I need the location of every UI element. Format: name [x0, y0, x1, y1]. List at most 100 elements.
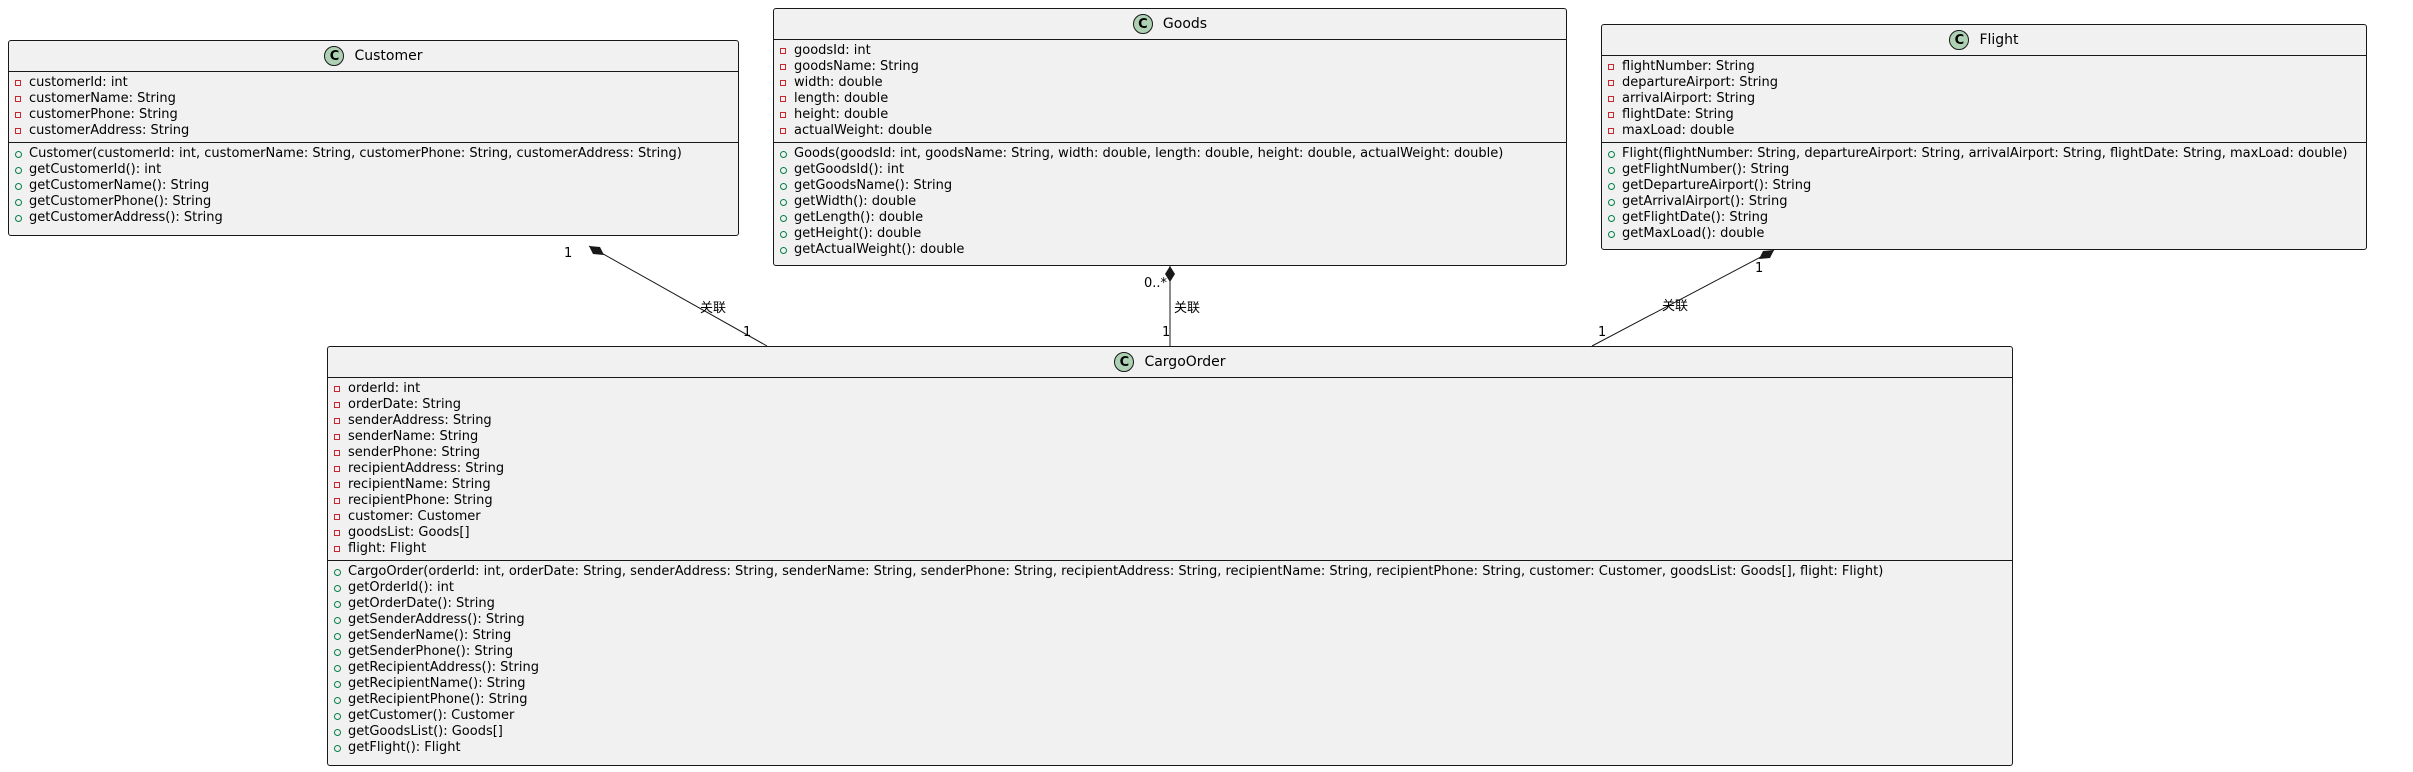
public-visibility-icon	[15, 214, 22, 222]
method-text: getCustomerPhone(): String	[29, 194, 212, 209]
method-row: getActualWeight(): double	[780, 242, 1566, 258]
public-visibility-icon	[780, 198, 787, 206]
attribute-row: customerPhone: String	[15, 107, 738, 123]
method-row: getCustomerId(): int	[15, 162, 738, 178]
attribute-text: recipientName: String	[348, 477, 491, 492]
method-row: getWidth(): double	[780, 194, 1566, 210]
method-text: getMaxLoad(): double	[1622, 226, 1765, 241]
method-text: getWidth(): double	[794, 194, 917, 209]
method-row: getArrivalAirport(): String	[1608, 194, 2366, 210]
private-visibility-icon	[334, 418, 340, 424]
attribute-text: orderId: int	[348, 381, 421, 396]
private-visibility-icon	[780, 112, 786, 118]
public-visibility-icon	[334, 728, 341, 736]
attribute-row: length: double	[780, 91, 1566, 107]
method-row: getRecipientName(): String	[334, 676, 2012, 692]
attribute-row: senderAddress: String	[334, 413, 2012, 429]
private-visibility-icon	[334, 482, 340, 488]
attribute-text: customerPhone: String	[29, 107, 178, 122]
public-visibility-icon	[780, 166, 787, 174]
public-visibility-icon	[334, 584, 341, 592]
method-row: getGoodsId(): int	[780, 162, 1566, 178]
attribute-text: arrivalAirport: String	[1622, 91, 1756, 106]
method-text: Flight(flightNumber: String, departureAi…	[1622, 146, 2348, 161]
method-row: Customer(customerId: int, customerName: …	[15, 146, 738, 162]
attribute-text: maxLoad: double	[1622, 123, 1735, 138]
private-visibility-icon	[334, 546, 340, 552]
method-row: getFlightNumber(): String	[1608, 162, 2366, 178]
public-visibility-icon	[334, 712, 341, 720]
attribute-row: recipientPhone: String	[334, 493, 2012, 509]
method-text: CargoOrder(orderId: int, orderDate: Stri…	[348, 564, 1884, 579]
cargoorder-flight-multiplicity: 1	[1598, 325, 1606, 340]
method-text: getGoodsName(): String	[794, 178, 953, 193]
attribute-row: goodsName: String	[780, 59, 1566, 75]
private-visibility-icon	[334, 434, 340, 440]
private-visibility-icon	[780, 48, 786, 54]
attribute-row: orderId: int	[334, 381, 2012, 397]
class-name: CargoOrder	[1144, 354, 1226, 370]
private-visibility-icon	[334, 386, 340, 392]
method-text: getGoodsList(): Goods[]	[348, 724, 503, 739]
private-visibility-icon	[1608, 112, 1614, 118]
method-row: getRecipientAddress(): String	[334, 660, 2012, 676]
attribute-row: customerAddress: String	[15, 123, 738, 139]
private-visibility-icon	[780, 128, 786, 134]
private-visibility-icon	[334, 498, 340, 504]
method-text: getHeight(): double	[794, 226, 922, 241]
method-text: getArrivalAirport(): String	[1622, 194, 1788, 209]
method-row: getCustomer(): Customer	[334, 708, 2012, 724]
method-row: CargoOrder(orderId: int, orderDate: Stri…	[334, 564, 2012, 580]
methods-section: Flight(flightNumber: String, departureAi…	[1602, 143, 2366, 245]
methods-section: CargoOrder(orderId: int, orderDate: Stri…	[328, 561, 2012, 759]
method-text: getFlight(): Flight	[348, 740, 461, 755]
customer-composition-diamond	[589, 246, 604, 255]
public-visibility-icon	[1608, 150, 1615, 158]
attribute-row: recipientName: String	[334, 477, 2012, 493]
method-text: Customer(customerId: int, customerName: …	[29, 146, 682, 161]
attribute-row: customer: Customer	[334, 509, 2012, 525]
private-visibility-icon	[780, 64, 786, 70]
attribute-row: maxLoad: double	[1608, 123, 2366, 139]
class-icon: C	[1132, 14, 1153, 34]
public-visibility-icon	[15, 166, 22, 174]
attribute-row: arrivalAirport: String	[1608, 91, 2366, 107]
attribute-text: flightDate: String	[1622, 107, 1734, 122]
method-text: getOrderDate(): String	[348, 596, 495, 611]
method-text: getFlightDate(): String	[1622, 210, 1769, 225]
attribute-text: recipientAddress: String	[348, 461, 505, 476]
private-visibility-icon	[334, 466, 340, 472]
public-visibility-icon	[334, 696, 341, 704]
private-visibility-icon	[334, 530, 340, 536]
method-text: getActualWeight(): double	[794, 242, 965, 257]
method-text: getRecipientAddress(): String	[348, 660, 539, 675]
attribute-text: senderAddress: String	[348, 413, 492, 428]
public-visibility-icon	[780, 230, 787, 238]
public-visibility-icon	[780, 182, 787, 190]
method-text: getCustomerId(): int	[29, 162, 162, 177]
public-visibility-icon	[1608, 214, 1615, 222]
public-visibility-icon	[334, 680, 341, 688]
private-visibility-icon	[1608, 80, 1614, 86]
private-visibility-icon	[334, 450, 340, 456]
method-text: getSenderName(): String	[348, 628, 512, 643]
method-row: getSenderName(): String	[334, 628, 2012, 644]
public-visibility-icon	[1608, 182, 1615, 190]
goods-composition-diamond	[1165, 266, 1175, 282]
methods-section: Customer(customerId: int, customerName: …	[9, 143, 738, 229]
attribute-text: height: double	[794, 107, 889, 122]
method-row: getSenderAddress(): String	[334, 612, 2012, 628]
method-text: getFlightNumber(): String	[1622, 162, 1790, 177]
private-visibility-icon	[15, 80, 21, 86]
goods-multiplicity: 0..*	[1144, 276, 1168, 291]
method-row: getMaxLoad(): double	[1608, 226, 2366, 242]
private-visibility-icon	[334, 402, 340, 408]
